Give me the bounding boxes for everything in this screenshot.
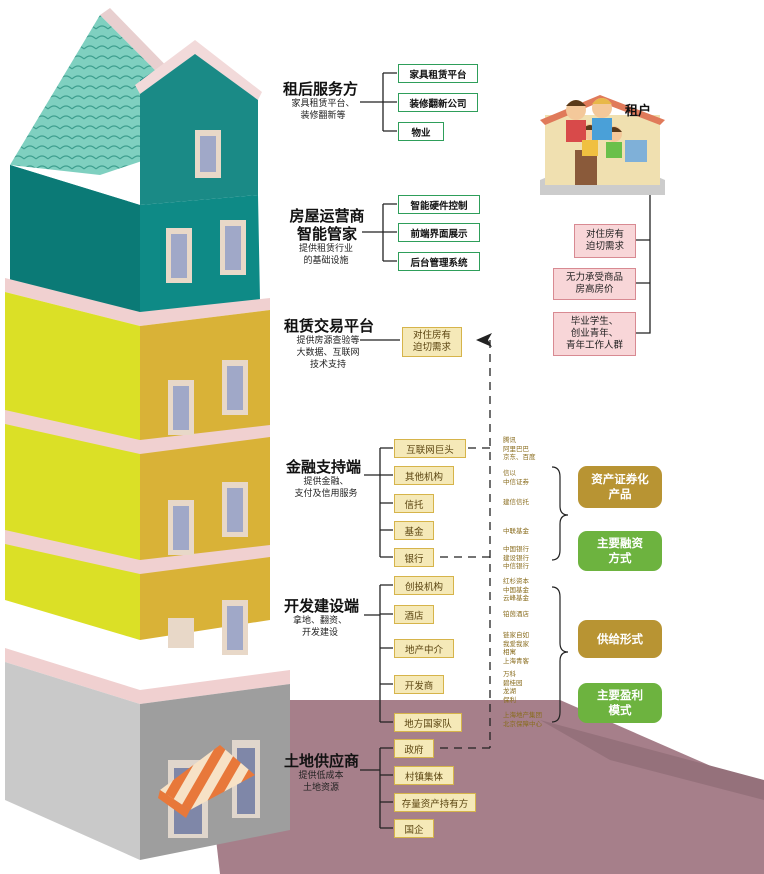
note-vc: 红杉资本 中国基金 云峰基金 [503,577,529,602]
tier-land-title: 土地供应商 [284,752,360,770]
item-smart-hardware: 智能硬件控制 [398,195,480,214]
item-frontend-display: 前端界面展示 [398,223,480,242]
outcome-main-financing: 主要融资 方式 [578,531,662,571]
note-fund: 中联基金 [503,527,529,535]
tenant-need-2: 无力承受商品 房高房价 [553,268,636,300]
tier-land-subtitle: 提供低成本 土地资源 [298,771,344,793]
outcome-supply-form: 供给形式 [578,620,662,658]
item-developer: 开发商 [394,675,444,694]
tier-finance-title: 金融支持端 [286,458,362,476]
item-asset-holders: 存量资产持有方 [394,793,476,812]
tier-after-rental-title: 租后服务方 [283,80,359,98]
item-property: 物业 [398,122,444,141]
item-real-estate-agency: 地产中介 [394,639,454,658]
note-agency: 链家自如 我爱我家 相寓 上海青客 [503,631,529,665]
family-illustration [540,95,665,195]
tenant-need-1: 对住房有 迫切需求 [574,224,636,258]
tier-after-rental-subtitle: 家具租赁平台、 装修翻新等 [291,99,355,121]
item-internet-giants: 互联网巨头 [394,439,466,458]
tier-operator-subtitle: 提供租赁行业 的基础设施 [298,244,353,266]
note-developer: 万科 碧桂园 龙湖 保利 [503,670,523,704]
tier-platform-title: 租赁交易平台 [284,317,375,335]
item-local-state-team: 地方国家队 [394,713,462,732]
tier-development-title: 开发建设端 [284,597,360,615]
item-other-institutions: 其他机构 [394,466,454,485]
item-venture-capital: 创投机构 [394,576,454,595]
item-backend-system: 后台管理系统 [398,252,480,271]
note-local: 上海地产集团 北京保障中心 [503,711,542,728]
item-village-collective: 村镇集体 [394,766,454,785]
tier-development-subtitle: 拿地、翻资、 开发建设 [292,616,347,638]
note-bank: 中国银行 建设银行 中信银行 [503,545,529,570]
item-furniture-platform: 家具租赁平台 [398,64,478,83]
item-renovation-company: 装修翻新公司 [398,93,478,112]
tier-operator-title: 房屋运营商 智能管家 [289,207,365,243]
item-bank: 银行 [394,548,434,567]
item-fund: 基金 [394,521,434,540]
note-internet: 腾讯 阿里巴巴 京东、百度 [503,436,536,461]
tenant-label: 租户 [625,104,652,119]
tier-finance-subtitle: 提供金融、 支付及信用服务 [294,477,358,499]
note-other: 信以 中信证券 [503,469,529,486]
note-trust: 建信信托 [503,498,529,506]
item-trust: 信托 [394,494,434,513]
item-state-enterprise: 国企 [394,819,434,838]
item-hotel: 酒店 [394,605,434,624]
tenant-need-3: 毕业学生、 创业青年、 青年工作人群 [553,312,636,356]
outcome-profit-model: 主要盈利 模式 [578,683,662,723]
item-platform-need: 对住房有 迫切需求 [402,327,462,357]
tier-platform-subtitle: 提供房源查验等 大数据、互联网 技术支持 [296,336,360,370]
note-hotel: 铂茵酒店 [503,610,529,618]
outcome-securitization: 资产证券化 产品 [578,466,662,508]
item-government: 政府 [394,739,434,758]
